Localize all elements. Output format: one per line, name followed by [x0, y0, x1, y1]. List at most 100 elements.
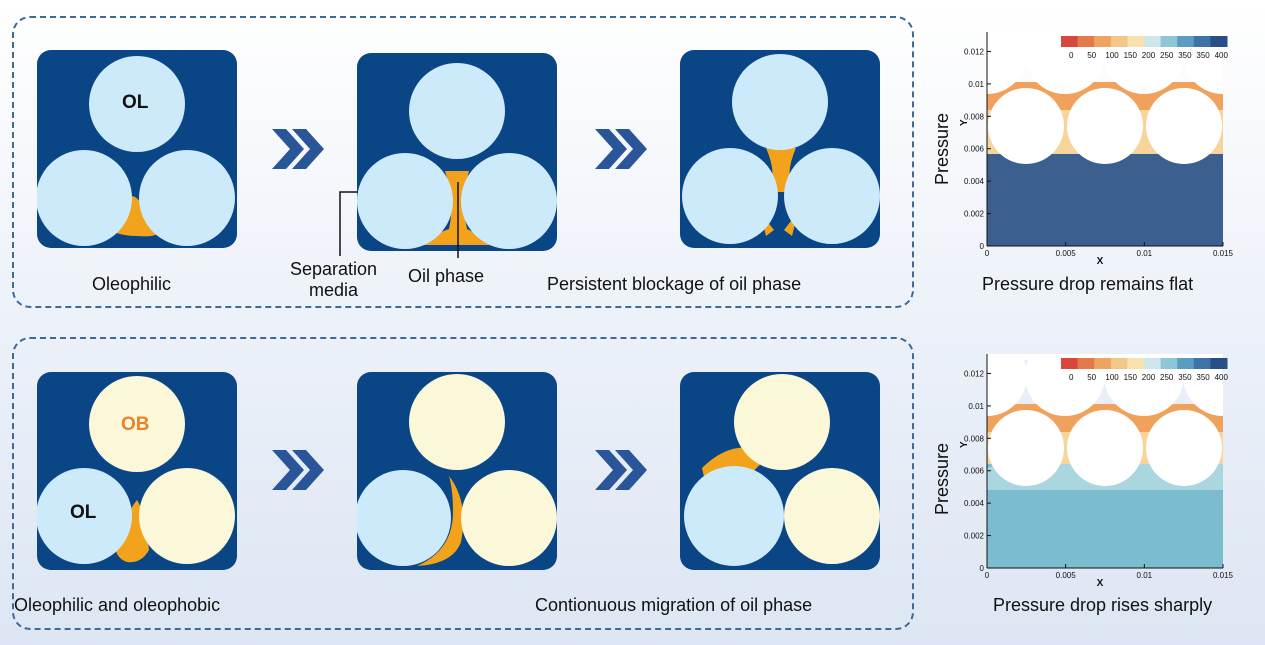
y-axis-label: Y: [959, 119, 970, 126]
pore-void: [1146, 88, 1222, 164]
ol-sphere-label: OL: [70, 502, 97, 523]
colorbar-tick-label: 350: [1196, 373, 1210, 382]
colorbar-swatch: [1210, 36, 1228, 47]
pore-void: [1067, 88, 1143, 164]
mixed-case-label: Oleophilic and oleophobic: [14, 595, 221, 615]
pressure-region-low: [987, 152, 1223, 246]
pressure-caption-bottom: Pressure drop rises sharply: [993, 595, 1213, 615]
mixed-wettability-final-tile: [680, 372, 880, 570]
y-tick-label: 0: [980, 564, 985, 573]
mixed-wettability-middle-tile: [357, 372, 557, 570]
pore-void: [987, 32, 1027, 94]
colorbar-tick-label: 150: [1124, 51, 1138, 60]
y-tick-label: 0.012: [964, 369, 985, 378]
y-tick-label: 0.008: [964, 112, 985, 121]
colorbar-tick-label: 250: [1160, 51, 1174, 60]
colorbar-swatch: [1210, 358, 1228, 369]
x-tick-label: 0.01: [1137, 571, 1153, 580]
chevron-right-icon: [595, 129, 647, 169]
colorbar-swatch: [1094, 358, 1112, 369]
x-tick-label: 0.015: [1213, 249, 1234, 258]
colorbar-swatch: [1077, 358, 1095, 369]
x-tick-label: 0: [985, 249, 990, 258]
bottom-panel-frame: [12, 337, 914, 630]
pore-void: [1146, 410, 1222, 486]
pressure-caption-top: Pressure drop remains flat: [982, 274, 1194, 294]
colorbar-tick-label: 50: [1087, 373, 1096, 382]
oleophilic-case-label: Oleophilic: [92, 274, 172, 294]
colorbar-swatch: [1177, 358, 1195, 369]
x-tick-label: 0.015: [1213, 571, 1234, 580]
ol-sphere-label: OL: [122, 92, 149, 113]
pore-void: [1183, 354, 1223, 416]
oleophilic-final-tile: [680, 50, 880, 248]
colorbar-swatch: [1144, 358, 1162, 369]
colorbar-swatch: [1110, 358, 1128, 369]
ob-sphere-label: OB: [121, 414, 150, 435]
colorbar-tick-label: 100: [1105, 373, 1119, 382]
pore-void: [1025, 32, 1105, 94]
x-tick-label: 0: [985, 571, 990, 580]
mixed-wettability-initial-tile: OB OL: [37, 372, 237, 570]
colorbar-tick-label: 400: [1215, 51, 1229, 60]
y-tick-label: 0.002: [964, 532, 985, 541]
chevron-right-icon: [272, 129, 324, 169]
x-axis-label: X: [1097, 578, 1104, 589]
chevron-right-icon: [595, 450, 647, 490]
pore-void: [1183, 32, 1223, 94]
colorbar-swatch: [1127, 36, 1145, 47]
x-tick-label: 0.005: [1056, 571, 1077, 580]
colorbar-swatch: [1094, 36, 1112, 47]
y-tick-label: 0.008: [964, 434, 985, 443]
colorbar-tick-label: 250: [1160, 373, 1174, 382]
y-tick-label: 0.004: [964, 177, 985, 186]
y-tick-label: 0.012: [964, 47, 985, 56]
oleophilic-initial-tile: OL: [37, 50, 237, 248]
pressure-axis-title: Pressure: [932, 112, 952, 185]
y-tick-label: 0.004: [964, 499, 985, 508]
x-tick-label: 0.01: [1137, 249, 1153, 258]
colorbar-swatch: [1144, 36, 1162, 47]
top-panel-frame: [12, 16, 914, 308]
oil-phase-pointer: [457, 182, 459, 258]
pore-void: [987, 354, 1027, 416]
pore-void: [988, 410, 1064, 486]
separation-media-label: Separation media: [290, 259, 378, 300]
colorbar-swatch: [1061, 358, 1079, 369]
colorbar-tick-label: 50: [1087, 51, 1096, 60]
colorbar-tick-label: 0: [1069, 51, 1074, 60]
pore-void: [1104, 354, 1184, 416]
colorbar-tick-label: 150: [1124, 373, 1138, 382]
colorbar-swatch: [1193, 36, 1211, 47]
colorbar-swatch: [1160, 36, 1178, 47]
separation-media-pointer: [339, 191, 358, 256]
y-tick-label: 0.006: [964, 145, 985, 154]
pore-void: [1067, 410, 1143, 486]
continuous-migration-label: Contionuous migration of oil phase: [535, 595, 813, 615]
pressure-axis-title: Pressure: [932, 442, 952, 515]
colorbar-tick-label: 200: [1142, 51, 1156, 60]
colorbar-tick-label: 200: [1142, 373, 1156, 382]
pressure-plot-top: 0 50 100 150 200 250 350 350 400 0 0.002 0.004 0.006…: [959, 32, 1234, 267]
colorbar-tick-label: 350: [1178, 373, 1192, 382]
pore-void: [988, 88, 1064, 164]
y-tick-label: 0.01: [968, 80, 984, 89]
pore-void: [1104, 32, 1184, 94]
pore-void: [1025, 354, 1105, 416]
x-tick-label: 0.005: [1056, 249, 1077, 258]
y-tick-label: 0.01: [968, 402, 984, 411]
colorbar-swatch: [1160, 358, 1178, 369]
colorbar-tick-label: 350: [1196, 51, 1210, 60]
colorbar-tick-label: 350: [1178, 51, 1192, 60]
colorbar-tick-label: 100: [1105, 51, 1119, 60]
colorbar-tick-label: 0: [1069, 373, 1074, 382]
chevron-right-icon: [272, 450, 324, 490]
oil-phase-label: Oil phase: [408, 266, 485, 286]
colorbar-swatch: [1077, 36, 1095, 47]
colorbar-swatch: [1110, 36, 1128, 47]
y-tick-label: 0.002: [964, 210, 985, 219]
y-axis-label: Y: [959, 441, 970, 448]
y-tick-label: 0.006: [964, 467, 985, 476]
colorbar-swatch: [1177, 36, 1195, 47]
